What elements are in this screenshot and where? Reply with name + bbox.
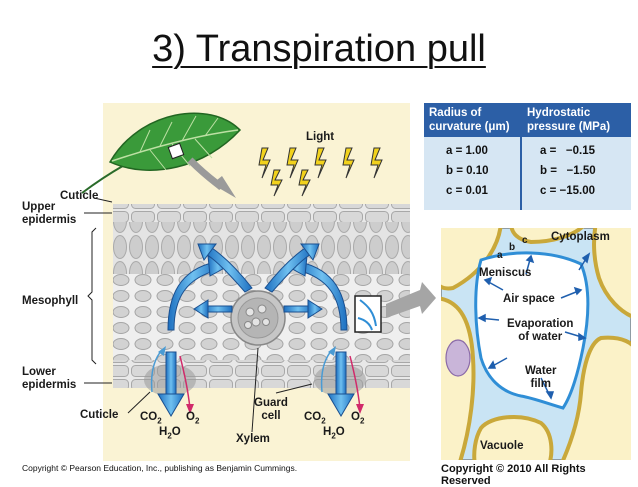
publisher-copyright: Copyright © Pearson Education, Inc., pub… bbox=[22, 463, 298, 473]
table-row-b-radius: b = 0.10 bbox=[446, 165, 489, 177]
xylem-label: Xylem bbox=[236, 433, 270, 445]
water-flow-arrows bbox=[157, 243, 355, 417]
inset-source-box bbox=[354, 295, 382, 333]
curvature-pressure-table: Radius of curvature (μm) Hydrostatic pre… bbox=[424, 103, 631, 210]
mesophyll-label: Mesophyll bbox=[22, 295, 79, 307]
mesophyll-bracket bbox=[87, 227, 97, 365]
table-header-pressure: Hydrostatic pressure (MPa) bbox=[522, 103, 631, 137]
light-rays bbox=[258, 147, 383, 197]
vacuole-label: Vacuole bbox=[480, 440, 524, 452]
h2o-right-label: H2O bbox=[323, 426, 345, 441]
inset-label-c: c bbox=[522, 235, 528, 246]
page-title: 3) Transpiration pull bbox=[152, 28, 486, 70]
co2-left-label: CO2 bbox=[140, 411, 162, 426]
air-space-region bbox=[474, 251, 590, 410]
upper-epidermis-label: Upper epidermis bbox=[22, 201, 77, 226]
leaf-illustration bbox=[81, 112, 242, 194]
table-row-b-pressure: b = −1.50 bbox=[540, 165, 596, 177]
inset-label-a: a bbox=[497, 250, 503, 261]
cuticle-bottom-label: Cuticle bbox=[80, 409, 119, 421]
table-header-radius: Radius of curvature (μm) bbox=[424, 103, 520, 137]
light-label: Light bbox=[306, 131, 335, 143]
cytoplasm-label: Cytoplasm bbox=[551, 231, 610, 243]
evaporation-label: Evaporation of water bbox=[507, 318, 574, 343]
lower-epidermis-label: Lower epidermis bbox=[22, 366, 77, 391]
o2-left-label: O2 bbox=[186, 411, 200, 426]
table-row-c-pressure: c = −15.00 bbox=[540, 185, 595, 197]
water-film-label: Water film bbox=[525, 365, 557, 390]
table-row-a-pressure: a = −0.15 bbox=[540, 145, 595, 157]
table-divider bbox=[520, 103, 522, 210]
h2o-left-label: H2O bbox=[159, 426, 181, 441]
upper-epidermis-layer bbox=[113, 204, 410, 222]
cuticle-top-label: Cuticle bbox=[60, 190, 99, 202]
palisade-mesophyll-layer bbox=[113, 222, 410, 274]
gas-exchange-arrows bbox=[150, 346, 364, 414]
meniscus-label: Meniscus bbox=[479, 267, 532, 279]
inset-zoom-arrow bbox=[386, 282, 436, 318]
air-space-inset: a b c Cytoplasm Meniscus Air space Evapo… bbox=[441, 228, 631, 460]
co2-right-label: CO2 bbox=[304, 411, 326, 426]
guard-cell-label: Guard cell bbox=[254, 397, 288, 422]
o2-right-label: O2 bbox=[351, 411, 365, 426]
rights-copyright: Copyright © 2010 All Rights Reserved bbox=[441, 463, 586, 487]
air-space-label: Air space bbox=[503, 293, 555, 305]
table-row-a-radius: a = 1.00 bbox=[446, 145, 488, 157]
table-row-c-radius: c = 0.01 bbox=[446, 185, 488, 197]
inset-label-b: b bbox=[509, 242, 516, 253]
